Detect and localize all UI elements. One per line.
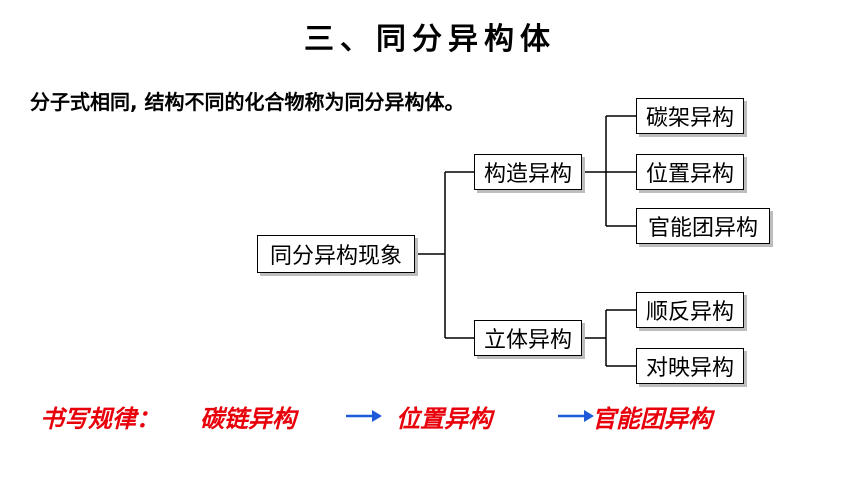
arrow-right-icon	[558, 410, 594, 422]
structural-isomerism-node: 构造异构	[474, 154, 582, 190]
page-title: 三、同分异构体	[304, 22, 556, 57]
functional-group-node: 官能团异构	[636, 208, 770, 244]
arrow-right-icon	[346, 410, 382, 422]
cis-trans-node: 顺反异构	[636, 292, 744, 328]
stereo-isomerism-node: 立体异构	[474, 320, 582, 356]
rule-step-2: 位置异构	[396, 403, 492, 433]
enantiomer-node: 对映异构	[636, 348, 744, 384]
carbon-skeleton-node: 碳架异构	[636, 98, 744, 134]
root-node: 同分异构现象	[257, 235, 415, 273]
definition-text: 分子式相同, 结构不同的化合物称为同分异构体。	[30, 90, 465, 114]
position-isomerism-node: 位置异构	[636, 154, 744, 190]
rule-step-3: 官能团异构	[592, 403, 712, 433]
rule-step-1: 碳链异构	[200, 403, 296, 433]
rule-prefix: 书写规律：	[40, 403, 160, 433]
